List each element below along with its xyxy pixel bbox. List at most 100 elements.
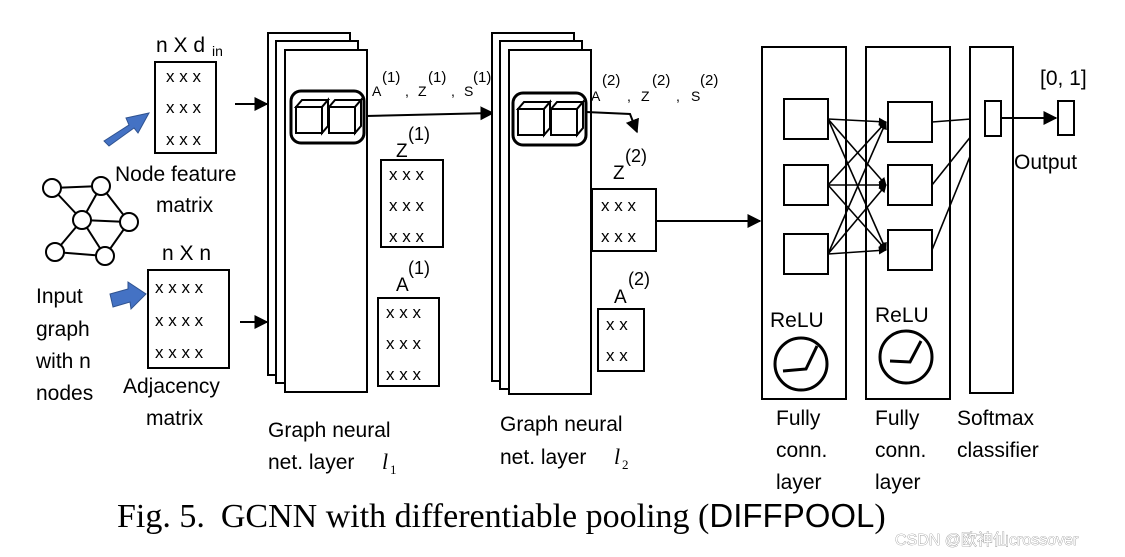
layer2-caption-1: Graph neural: [500, 413, 623, 436]
layer1-output-z: Z: [418, 83, 427, 99]
graph-label-line: nodes: [36, 382, 93, 405]
softmax-caption-line: Softmax: [957, 407, 1035, 430]
layer1-caption-var: l: [382, 449, 388, 474]
layer1-a-row: x x x: [386, 365, 421, 384]
layer1-caption-sub: 1: [390, 462, 397, 477]
layer1-caption-2: net. layer: [268, 451, 354, 474]
adjacency-matrix: [147, 269, 230, 369]
output-unit: [1057, 100, 1075, 136]
fc2-neuron: [887, 229, 933, 271]
comma: ,: [405, 83, 409, 99]
fc1-activation: ReLU: [770, 309, 824, 332]
layer1-a-label: A: [396, 275, 409, 296]
layer2-output-arrow: [585, 111, 639, 134]
adj-matrix-blue-arrow: [109, 281, 147, 311]
node-matrix-label-1: Node feature: [115, 163, 236, 186]
node-matrix-row: x x x: [166, 67, 201, 86]
output-label: Output: [1014, 151, 1077, 174]
node-matrix-size: n X d: [156, 34, 205, 57]
fc2-activation: ReLU: [875, 304, 929, 327]
graph-label-line: graph: [36, 318, 90, 341]
figure-caption: Fig. 5.GCNN with differentiable pooling …: [117, 497, 886, 535]
fc-layer-2: ReLU Fully conn. layer: [865, 46, 951, 494]
layer2-output-z-sup: (2): [652, 72, 670, 89]
node-matrix-row: x x x: [166, 130, 201, 149]
layer2-z-row: x x x: [601, 227, 636, 246]
input-section: n X d in x x x x x x x x x Node feature …: [35, 34, 269, 430]
adj-matrix-row: x x x x: [155, 278, 204, 297]
fc2-neuron: [887, 164, 933, 206]
fc1-neuron: [783, 164, 829, 206]
output-block: [0, 1] Output: [1014, 67, 1087, 174]
layer1-cube-icon: [293, 97, 364, 136]
fc2-caption-line: conn.: [875, 439, 926, 462]
adj-matrix-label-2: matrix: [146, 407, 204, 430]
comma: ,: [676, 88, 680, 104]
layer1-output-z-sup: (1): [428, 69, 446, 86]
layer2-a-label: A: [614, 287, 627, 308]
fc2-gauge-icon: [878, 329, 934, 385]
watermark: CSDN @欧神仙crossover: [895, 531, 1079, 549]
layer2-output-s: S: [691, 88, 700, 104]
layer2-output-a: A: [591, 88, 601, 104]
layer1-z-row: x x x: [389, 165, 424, 184]
layer1-z-label: Z: [396, 141, 408, 162]
layer1-a-row: x x x: [386, 334, 421, 353]
layer1-caption-1: Graph neural: [268, 419, 391, 442]
layer1-z-row: x x x: [389, 196, 424, 215]
fc2-caption-line: layer: [875, 471, 921, 494]
layer1-output-a-sup: (1): [382, 69, 400, 86]
node-matrix-blue-arrow: [103, 112, 150, 147]
layer2-a-matrix: [597, 308, 645, 372]
gnn-layer-1: A (1) , Z (1) , S (1) Z (1) x x x x x x …: [267, 32, 495, 477]
layer1-a-row: x x x: [386, 303, 421, 322]
input-graph: [42, 176, 139, 266]
layer1-z-sup: (1): [408, 124, 430, 144]
graph-label-line: with n: [35, 350, 91, 373]
layer2-caption-2: net. layer: [500, 446, 586, 469]
adj-matrix-label-1: Adjacency: [123, 375, 220, 398]
fc1-neuron: [783, 233, 829, 275]
node-matrix-row: x x x: [166, 98, 201, 117]
layer2-cube-icon: [515, 99, 586, 138]
layer2-a-row: x x: [606, 346, 628, 365]
fc1-caption-line: layer: [776, 471, 822, 494]
adj-matrix-row: x x x x: [155, 311, 204, 330]
layer1-output-s-sup: (1): [473, 69, 491, 86]
layer2-output-z: Z: [641, 88, 650, 104]
layer1-z-row: x x x: [389, 227, 424, 246]
layer2-z-label: Z: [613, 163, 625, 184]
adj-matrix-size: n X n: [162, 242, 211, 265]
comma: ,: [627, 88, 631, 104]
gnn-layer-2: A (2) , Z (2) , S (2) Z (2) x x x x x x …: [491, 32, 762, 472]
layer2-a-sup: (2): [628, 269, 650, 289]
output-range: [0, 1]: [1040, 67, 1087, 90]
layer2-a-row: x x: [606, 315, 628, 334]
fc1-caption-line: Fully: [776, 407, 821, 430]
layer2-caption-sub: 2: [622, 457, 629, 472]
adj-matrix-row: x x x x: [155, 343, 204, 362]
layer2-z-matrix: [591, 188, 657, 252]
layer1-a-matrix: [377, 297, 440, 387]
node-matrix-size-sub: in: [212, 43, 223, 59]
softmax-caption-line: classifier: [957, 439, 1039, 462]
fc1-caption-line: conn.: [776, 439, 827, 462]
fc2-caption-line: Fully: [875, 407, 920, 430]
fc-layer-1: ReLU Fully conn. layer: [761, 46, 847, 494]
fc1-neuron: [783, 98, 829, 140]
layer2-output-s-sup: (2): [700, 72, 718, 89]
layer2-z-row: x x x: [601, 196, 636, 215]
fc2-neuron: [887, 101, 933, 143]
layer2-caption-var: l: [614, 444, 620, 469]
layer2-z-sup: (2): [625, 146, 647, 166]
layer1-output-a: A: [372, 83, 382, 99]
layer1-output-s: S: [464, 83, 473, 99]
graph-label-line: Input: [36, 285, 83, 308]
layer1-to-layer2-arrow: [365, 106, 495, 121]
layer1-a-sup: (1): [408, 258, 430, 278]
comma: ,: [451, 83, 455, 99]
node-matrix-label-2: matrix: [156, 194, 214, 217]
layer2-output-a-sup: (2): [602, 72, 620, 89]
softmax-unit: [984, 100, 1002, 137]
